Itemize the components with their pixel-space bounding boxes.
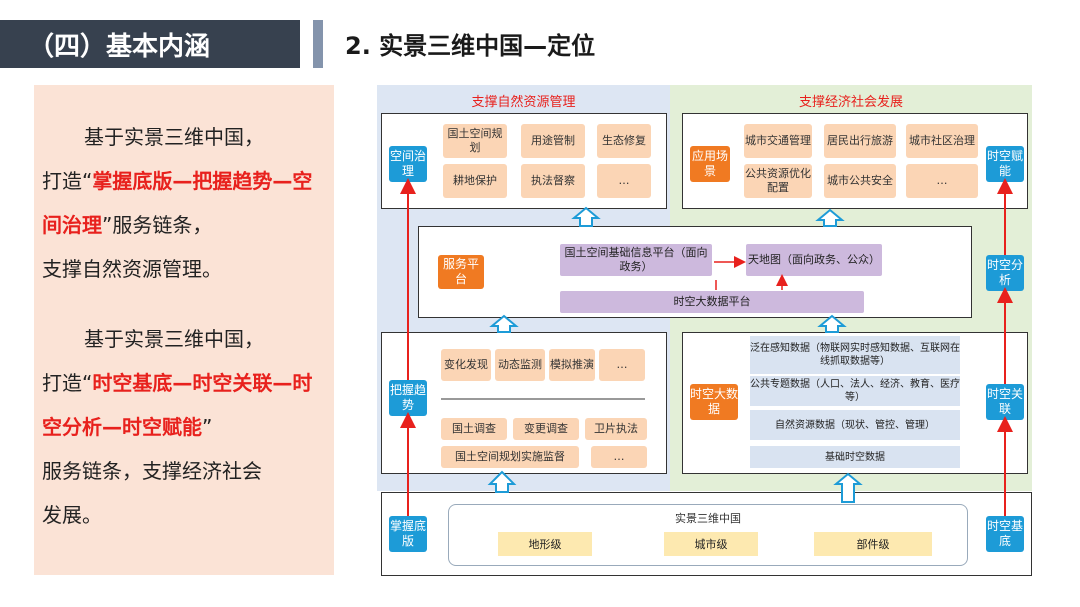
cell-simulation: 模拟推演 (549, 349, 595, 381)
slide-title: 2. 实景三维中国—定位 (345, 32, 596, 60)
tag-space-governance: 空间治理 (389, 146, 427, 182)
level-component: 部件级 (814, 532, 932, 556)
hollow-arrow-6 (833, 472, 863, 503)
cell-law-enforcement: 执法督察 (521, 164, 585, 198)
right-zone-title: 支撑经济社会发展 (798, 95, 903, 110)
p2-line1: 基于实景三维中国， (84, 327, 264, 351)
cell-ellipsis-ml: … (599, 349, 645, 381)
left-text-panel: 基于实景三维中国， 打造“掌握底版—把握趋势—空间治理”服务链条， 支撑自然资源… (34, 85, 334, 575)
cell-dynamic-monitor: 动态监测 (495, 349, 545, 381)
cell-use-control: 用途管制 (521, 124, 585, 158)
hollow-arrow-2 (815, 208, 845, 227)
tag-spacetime-empower: 时空赋能 (986, 146, 1024, 182)
cell-eco-restoration: 生态修复 (597, 124, 651, 158)
bigdata-ubiquitous: 泛在感知数据（物联网实时感知数据、互联网在线抓取数据等） (750, 336, 960, 374)
hollow-arrow-1 (571, 206, 601, 227)
tag-grasp-trend: 把握趋势 (389, 380, 427, 416)
cell-community: 城市社区治理 (906, 124, 978, 158)
platform-tianditu: 天地图（面向政务、公众） (746, 244, 882, 276)
p1-suffix: ”服务链条， (102, 213, 213, 237)
paragraph-1: 基于实景三维中国， 打造“掌握底版—把握趋势—空间治理”服务链条， 支撑自然资源… (42, 115, 324, 291)
tag-application-scene: 应用场景 (690, 146, 730, 182)
left-zone-title: 支撑自然资源管理 (471, 95, 576, 110)
level-terrain: 地形级 (498, 532, 592, 556)
p2-prefix: 打造“ (42, 371, 93, 395)
cell-planning-supervision: 国土空间规划实施监督 (441, 446, 579, 468)
cell-land-planning: 国土空间规划 (443, 124, 507, 158)
cell-ellipsis: … (597, 164, 651, 198)
hollow-arrow-4 (817, 314, 847, 333)
realscene-title: 实景三维中国 (675, 512, 741, 525)
p1-line3: 支撑自然资源管理。 (42, 257, 222, 281)
bigdata-base: 基础时空数据 (750, 446, 960, 468)
cell-ellipsis-right: … (906, 164, 978, 198)
cell-land-survey: 国土调查 (441, 418, 507, 440)
tag-service-platform: 服务平台 (438, 255, 484, 289)
p2-line4: 发展。 (42, 503, 102, 527)
p1-line2: 打造“掌握底版—把握趋势—空间治理”服务链条， (42, 159, 324, 247)
tag-spacetime-analysis: 时空分析 (986, 255, 1024, 291)
hollow-arrows (487, 206, 863, 503)
p1-highlight: 掌握底版—把握趋势—空间治理 (42, 169, 313, 237)
header-separator (313, 20, 323, 68)
cell-satellite-enforce: 卫片执法 (585, 418, 647, 440)
section-label: （四）基本内涵 (0, 20, 300, 68)
bigdata-natural: 自然资源数据（现状、管控、管理） (750, 410, 960, 440)
cell-public-resources: 公共资源优化配置 (744, 164, 812, 198)
level-city: 城市级 (664, 532, 758, 556)
divider (441, 398, 645, 400)
tag-spacetime-base: 时空基底 (986, 516, 1024, 552)
cell-ellipsis-mlb: … (591, 446, 647, 468)
tag-grasp-base: 掌握底版 (389, 516, 427, 552)
cell-change-detect: 变化发现 (441, 349, 491, 381)
platform-bigdata: 时空大数据平台 (560, 291, 864, 313)
p2-line2: 打造“时空基底—时空关联—时空分析—时空赋能” (42, 361, 324, 449)
cell-farmland-protection: 耕地保护 (443, 164, 507, 198)
paragraph-2: 基于实景三维中国， 打造“时空基底—时空关联—时空分析—时空赋能” 服务链条，支… (42, 317, 324, 537)
p2-suffix: ” (202, 415, 213, 439)
cell-public-safety: 城市公共安全 (824, 164, 896, 198)
p2-line3: 服务链条，支撑经济社会 (42, 459, 262, 483)
tag-spacetime-bigdata: 时空大数据 (690, 384, 738, 420)
p1-line1: 基于实景三维中国， (84, 125, 264, 149)
tag-spacetime-relation: 时空关联 (986, 384, 1024, 420)
platform-land-info: 国土空间基础信息平台（面向政务） (560, 244, 712, 276)
p1-prefix: 打造“ (42, 169, 93, 193)
cell-change-survey: 变更调查 (513, 418, 579, 440)
hollow-arrow-3 (489, 314, 519, 333)
cell-travel: 居民出行旅游 (824, 124, 896, 158)
cell-traffic: 城市交通管理 (744, 124, 812, 158)
p2-highlight: 时空基底—时空关联—时空分析—时空赋能 (42, 371, 313, 439)
hollow-arrow-5 (487, 470, 517, 493)
bigdata-public: 公共专题数据（人口、法人、经济、教育、医疗等） (750, 376, 960, 406)
